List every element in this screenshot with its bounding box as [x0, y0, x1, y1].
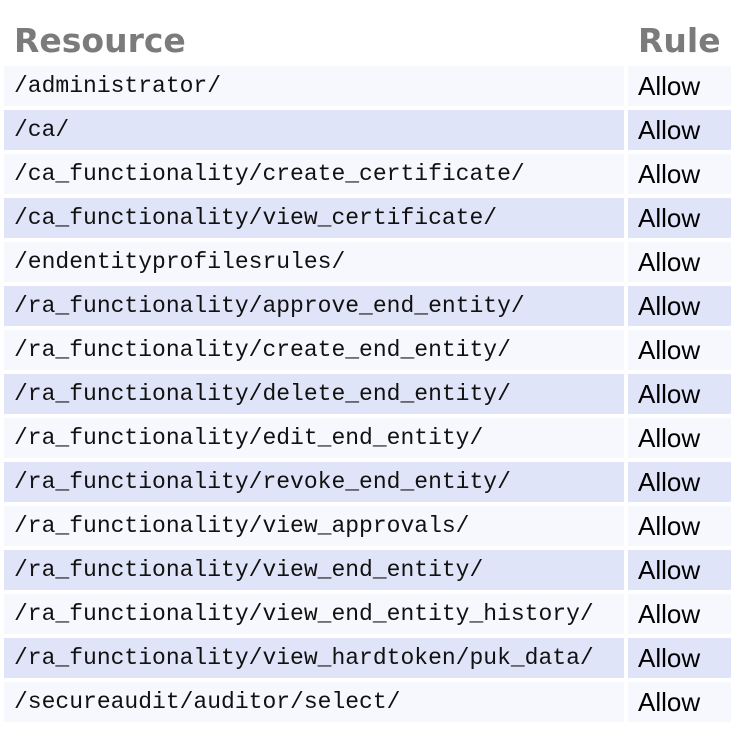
column-header-rule: Rule	[638, 20, 721, 60]
resource-cell: /ra_functionality/approve_end_entity/	[4, 286, 624, 326]
rule-cell: Allow	[628, 154, 731, 194]
rule-cell: Allow	[628, 374, 731, 414]
resource-cell: /ca_functionality/view_certificate/	[4, 198, 624, 238]
rule-cell: Allow	[628, 198, 731, 238]
rule-cell: Allow	[628, 286, 731, 326]
table-row: /ra_functionality/delete_end_entity/ All…	[4, 374, 731, 414]
resource-cell: /ra_functionality/view_hardtoken/puk_dat…	[4, 638, 624, 678]
resource-cell: /ca/	[4, 110, 624, 150]
rule-cell: Allow	[628, 506, 731, 546]
resource-cell: /secureaudit/auditor/select/	[4, 682, 624, 722]
resource-cell: /ra_functionality/create_end_entity/	[4, 330, 624, 370]
column-header-resource: Resource	[14, 20, 186, 60]
table-row: /ra_functionality/create_end_entity/ All…	[4, 330, 731, 370]
resource-cell: /ra_functionality/view_end_entity/	[4, 550, 624, 590]
rule-cell: Allow	[628, 330, 731, 370]
rule-cell: Allow	[628, 638, 731, 678]
resource-cell: /ca_functionality/create_certificate/	[4, 154, 624, 194]
table-row: /ca_functionality/create_certificate/ Al…	[4, 154, 731, 194]
resource-cell: /endentityprofilesrules/	[4, 242, 624, 282]
resource-cell: /administrator/	[4, 66, 624, 106]
table-row: /ra_functionality/revoke_end_entity/ All…	[4, 462, 731, 502]
table-row: /ra_functionality/edit_end_entity/ Allow	[4, 418, 731, 458]
rule-cell: Allow	[628, 594, 731, 634]
resource-cell: /ra_functionality/view_approvals/	[4, 506, 624, 546]
table-row: /administrator/ Allow	[4, 66, 731, 106]
rule-cell: Allow	[628, 462, 731, 502]
rule-cell: Allow	[628, 682, 731, 722]
rule-cell: Allow	[628, 242, 731, 282]
table-row: /ca_functionality/view_certificate/ Allo…	[4, 198, 731, 238]
rule-cell: Allow	[628, 66, 731, 106]
table-row: /ra_functionality/view_end_entity_histor…	[4, 594, 731, 634]
rule-cell: Allow	[628, 550, 731, 590]
table-row: /ca/ Allow	[4, 110, 731, 150]
table-row: /ra_functionality/view_hardtoken/puk_dat…	[4, 638, 731, 678]
table-row: /ra_functionality/view_end_entity/ Allow	[4, 550, 731, 590]
access-rules-table: Resource Rule /administrator/ Allow /ca/…	[0, 14, 735, 726]
resource-cell: /ra_functionality/delete_end_entity/	[4, 374, 624, 414]
page-root: { "table": { "headers": { "resource": "R…	[0, 14, 746, 754]
table-row: /secureaudit/auditor/select/ Allow	[4, 682, 731, 722]
rule-cell: Allow	[628, 110, 731, 150]
resource-cell: /ra_functionality/revoke_end_entity/	[4, 462, 624, 502]
table-row: /endentityprofilesrules/ Allow	[4, 242, 731, 282]
table-row: /ra_functionality/approve_end_entity/ Al…	[4, 286, 731, 326]
rule-cell: Allow	[628, 418, 731, 458]
resource-cell: /ra_functionality/view_end_entity_histor…	[4, 594, 624, 634]
table-header-row: Resource Rule	[4, 18, 731, 62]
resource-cell: /ra_functionality/edit_end_entity/	[4, 418, 624, 458]
table-row: /ra_functionality/view_approvals/ Allow	[4, 506, 731, 546]
